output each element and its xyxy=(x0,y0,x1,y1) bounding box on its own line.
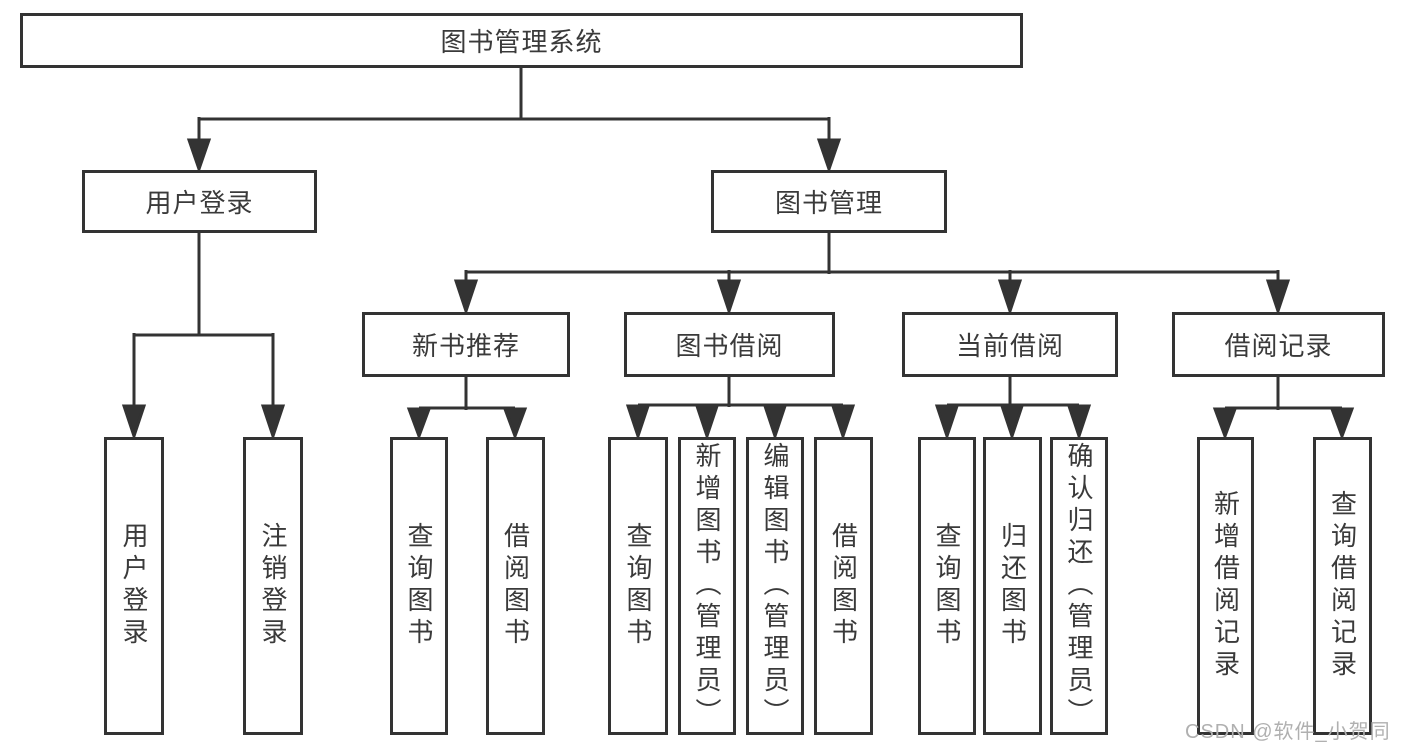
node-book-management: 图书管理 xyxy=(711,170,947,233)
leaf-logout: 注销登录 xyxy=(243,437,303,735)
leaf-borrow-query-books: 查询图书 xyxy=(608,437,668,735)
leaf-record-add-borrow-record: 新增借阅记录 xyxy=(1197,437,1254,735)
leaf-user-login: 用户登录 xyxy=(104,437,164,735)
watermark: CSDN @软件_小贺同学 xyxy=(1185,721,1391,743)
connector-current-borrow xyxy=(934,377,1092,441)
connector-borrow-record xyxy=(1212,377,1355,441)
leaf-newbook-borrow-books: 借阅图书 xyxy=(486,437,545,735)
leaf-current-query-books: 查询图书 xyxy=(918,437,976,735)
connector-root xyxy=(186,68,842,174)
leaf-borrow-add-books-admin: 新增图书（管理员） xyxy=(678,437,736,735)
node-borrow-record: 借阅记录 xyxy=(1172,312,1385,377)
connector-user-login xyxy=(121,233,286,441)
connector-book-borrow xyxy=(625,377,856,441)
leaf-record-query-borrow-record: 查询借阅记录 xyxy=(1313,437,1372,735)
node-library-management-system: 图书管理系统 xyxy=(20,13,1023,68)
leaf-borrow-borrow-books: 借阅图书 xyxy=(814,437,873,735)
node-current-borrow: 当前借阅 xyxy=(902,312,1118,377)
node-new-book-recommend: 新书推荐 xyxy=(362,312,570,377)
leaf-borrow-edit-books-admin: 编辑图书（管理员） xyxy=(746,437,804,735)
leaf-newbook-query-books: 查询图书 xyxy=(390,437,448,735)
node-book-borrow: 图书借阅 xyxy=(624,312,835,377)
connector-book-mgmt xyxy=(453,233,1291,316)
leaf-current-confirm-return-admin: 确认归还（管理员） xyxy=(1050,437,1108,735)
leaf-current-return-books: 归还图书 xyxy=(983,437,1042,735)
node-user-login: 用户登录 xyxy=(82,170,317,233)
connector-new-book xyxy=(406,376,528,441)
